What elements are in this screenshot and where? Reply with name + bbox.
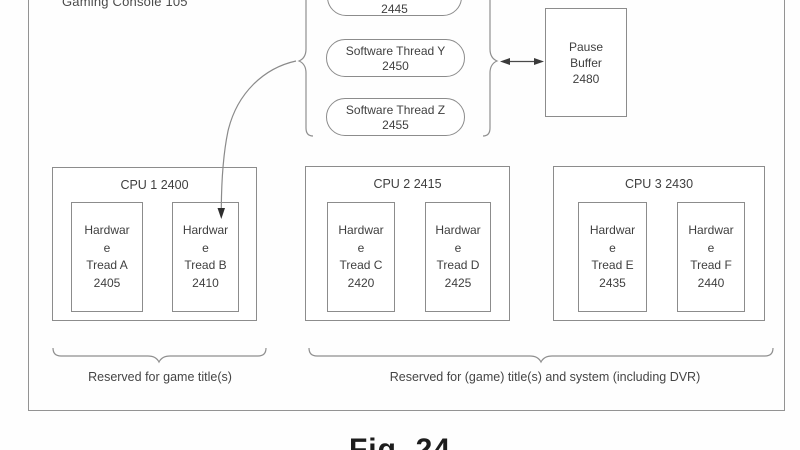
pause-buffer-number: 2480 (546, 71, 626, 87)
hw-number: 2405 (72, 275, 142, 293)
software-thread-number: 2450 (327, 59, 464, 74)
figure-caption: Fig. 24 (349, 433, 451, 450)
software-thread-x-box: 2445 (327, 0, 462, 16)
hw-number: 2425 (426, 275, 490, 293)
hw-line: e (72, 240, 142, 258)
pause-buffer-box: Pause Buffer 2480 (545, 8, 627, 117)
cpu-2-title: CPU 2 2415 (306, 177, 509, 191)
cpu-1-title: CPU 1 2400 (53, 178, 256, 192)
reserved-game-label: Reserved for game title(s) (55, 370, 265, 384)
hardware-thread-a-box: Hardwar e Tread A 2405 (71, 202, 143, 312)
hw-line: Tread B (173, 257, 238, 275)
hw-line: Tread E (579, 257, 646, 275)
hardware-thread-e-box: Hardwar e Tread E 2435 (578, 202, 647, 312)
console-label: Gaming Console 105 (62, 0, 188, 9)
software-thread-number: 2445 (328, 2, 461, 17)
cpu-3-title: CPU 3 2430 (554, 177, 764, 191)
hardware-thread-f-box: Hardwar e Tread F 2440 (677, 202, 745, 312)
hw-line: Tread D (426, 257, 490, 275)
software-thread-number: 2455 (327, 118, 464, 133)
software-thread-y-box: Software Thread Y 2450 (326, 39, 465, 77)
hw-line: e (173, 240, 238, 258)
pause-buffer-line: Buffer (546, 55, 626, 71)
hw-line: Hardwar (72, 222, 142, 240)
software-thread-label: Software Thread Y (327, 44, 464, 59)
hw-line: Hardwar (173, 222, 238, 240)
hw-number: 2420 (328, 275, 394, 293)
reserved-system-label: Reserved for (game) title(s) and system … (320, 370, 770, 384)
software-thread-label: Software Thread Z (327, 103, 464, 118)
hw-line: e (678, 240, 744, 258)
hw-line: e (328, 240, 394, 258)
hw-number: 2410 (173, 275, 238, 293)
hw-number: 2435 (579, 275, 646, 293)
hw-line: Tread A (72, 257, 142, 275)
hw-number: 2440 (678, 275, 744, 293)
hw-line: Tread F (678, 257, 744, 275)
hw-line: Hardwar (678, 222, 744, 240)
hardware-thread-c-box: Hardwar e Tread C 2420 (327, 202, 395, 312)
hw-line: e (426, 240, 490, 258)
pause-buffer-line: Pause (546, 39, 626, 55)
hw-line: Hardwar (328, 222, 394, 240)
hardware-thread-d-box: Hardwar e Tread D 2425 (425, 202, 491, 312)
hw-line: e (579, 240, 646, 258)
software-thread-z-box: Software Thread Z 2455 (326, 98, 465, 136)
hw-line: Tread C (328, 257, 394, 275)
hw-line: Hardwar (579, 222, 646, 240)
hardware-thread-b-box: Hardwar e Tread B 2410 (172, 202, 239, 312)
hw-line: Hardwar (426, 222, 490, 240)
